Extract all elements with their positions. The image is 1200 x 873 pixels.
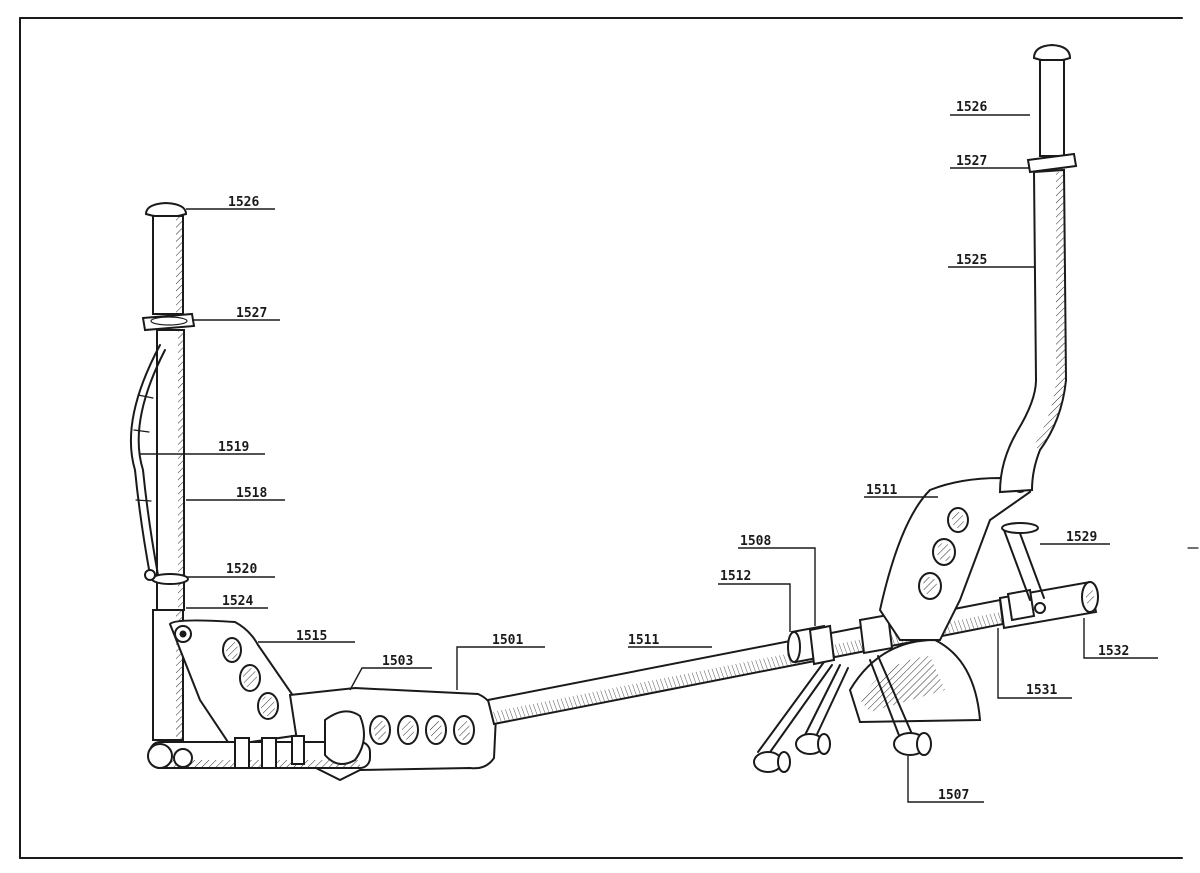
callout-1518: 1518 xyxy=(236,486,267,501)
callout-1501: 1501 xyxy=(492,633,523,648)
callout-1515: 1515 xyxy=(296,629,327,644)
base-frame xyxy=(147,686,498,782)
callout-1529: 1529 xyxy=(1066,530,1097,545)
lower-cranks xyxy=(753,638,982,773)
right-bracket xyxy=(878,476,1045,641)
drawing-frame xyxy=(19,17,1199,859)
leader-lines xyxy=(140,114,1158,803)
callout-1508: 1508 xyxy=(740,534,771,549)
callout-1507: 1507 xyxy=(938,788,969,803)
callout-1532: 1532 xyxy=(1098,644,1129,659)
callout-1512: 1512 xyxy=(720,569,751,584)
callout-1531: 1531 xyxy=(1026,683,1057,698)
callout-1527-left: 1527 xyxy=(236,306,267,321)
callout-1526-right: 1526 xyxy=(956,100,987,115)
callout-1511-right: 1511 xyxy=(866,483,897,498)
callout-1511-center: 1511 xyxy=(628,633,659,648)
callout-1524: 1524 xyxy=(222,594,253,609)
right-upright-post xyxy=(998,43,1078,494)
left-bracket xyxy=(168,619,302,747)
callout-1503: 1503 xyxy=(382,654,413,669)
callout-1525: 1525 xyxy=(956,253,987,268)
callout-1520: 1520 xyxy=(226,562,257,577)
callout-1519: 1519 xyxy=(218,440,249,455)
callout-1526-left: 1526 xyxy=(228,195,259,210)
central-tube xyxy=(486,580,1099,726)
left-upright-post xyxy=(129,201,196,741)
callout-1527-right: 1527 xyxy=(956,154,987,169)
